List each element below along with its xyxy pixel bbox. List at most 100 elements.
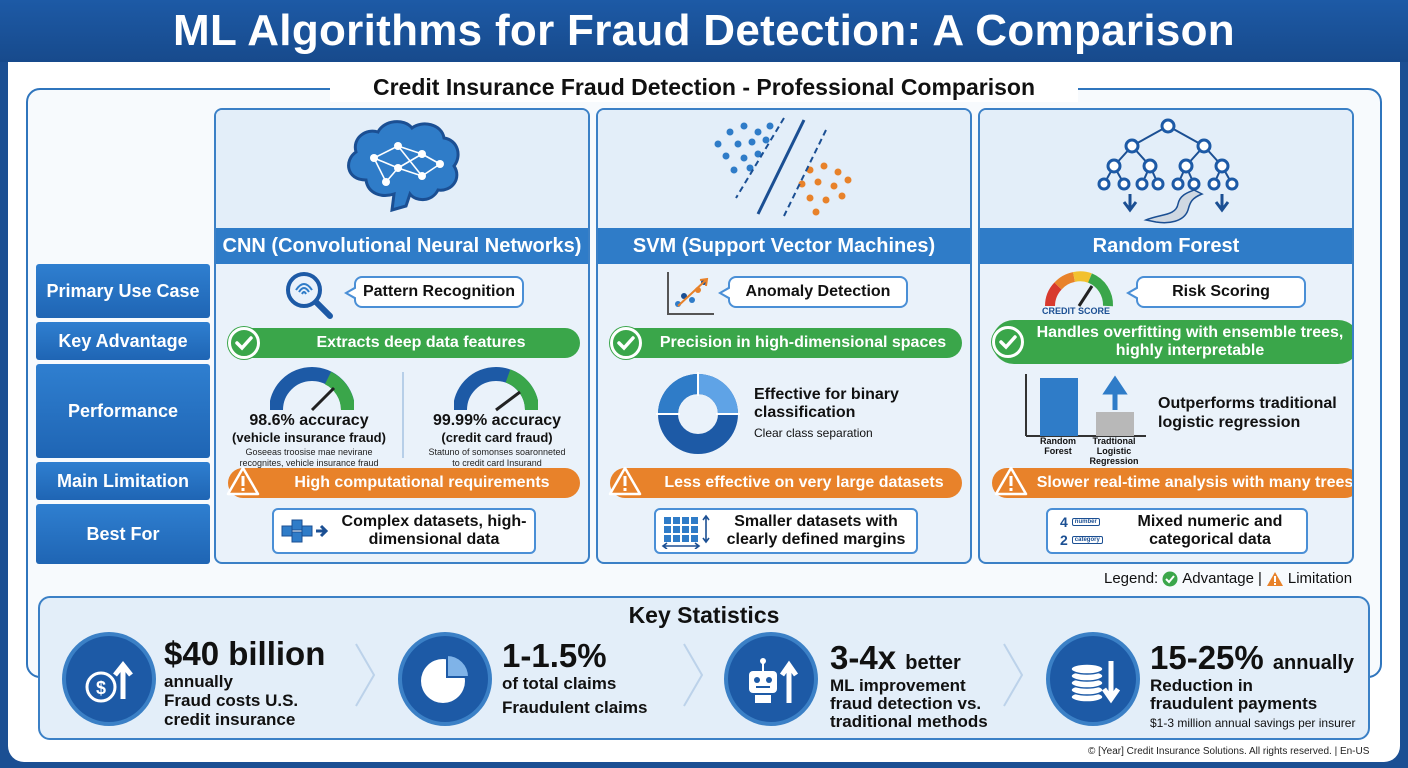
gauge-icon <box>454 367 538 412</box>
copyright-footer: © [Year] Credit Insurance Solutions. All… <box>1088 746 1370 757</box>
data-cubes-icon <box>274 510 334 552</box>
chevron-right-icon <box>1003 643 1024 707</box>
svm-best-for-text: Smaller datasets with clearly defined ma… <box>726 513 906 548</box>
row-label-best-for: Best For <box>36 504 210 564</box>
gauge-icon <box>270 367 354 412</box>
magnifier-fingerprint-icon <box>286 272 333 319</box>
cnn-use-case: Pattern Recognition <box>344 276 524 308</box>
svm-performance-note: Clear class separation <box>754 426 873 440</box>
cnn-illustration <box>216 110 588 228</box>
legend-limitation: Limitation <box>1287 570 1353 587</box>
stat-3-value-suffix: better <box>905 652 961 674</box>
random-forest-limitation: Slower real-time analysis with many tree… <box>992 468 1352 498</box>
cnn-column: CNN (Convolutional Neural Networks) Patt… <box>214 108 590 564</box>
numeric-glyph: 2 <box>1060 532 1068 548</box>
stat-circle-1: $ <box>62 632 156 726</box>
dollar-growth-icon: $ <box>85 660 133 703</box>
stat-3-value-number: 3-4x <box>830 639 897 676</box>
svm-illustration <box>598 110 970 228</box>
svm-column-title: SVM (Support Vector Machines) <box>598 228 970 264</box>
row-label-primary-use-case: Primary Use Case <box>36 264 210 318</box>
stat-circle-4 <box>1046 632 1140 726</box>
svm-limitation: Less effective on very large datasets <box>610 468 962 498</box>
warning-icon <box>226 466 260 496</box>
key-statistics-panel: Key Statistics <box>38 596 1370 740</box>
random-forest-column: Random Forest CREDIT SCORE Risk Scoring … <box>978 108 1354 564</box>
stat-4-line1: Reduction in <box>1150 676 1253 695</box>
stat-1-value: $40 billion <box>164 635 326 672</box>
stat-4-value: 15-25% annually <box>1150 640 1354 681</box>
stat-circle-2 <box>398 632 492 726</box>
cnn-perf-right-accuracy: 99.99% accuracy <box>432 412 562 429</box>
random-forest-advantage: Handles overfitting with ensemble trees,… <box>992 320 1352 364</box>
legend-separator: | <box>1257 570 1262 587</box>
cnn-perf-right: 99.99% accuracy (credit card fraud) Stat… <box>404 412 588 469</box>
warning-icon <box>1266 571 1283 586</box>
random-forest-use-case: Risk Scoring <box>1126 276 1306 308</box>
random-forest-performance: Outperforms traditional logistic regress… <box>1158 395 1337 431</box>
stat-2-line2: Fraudulent claims <box>502 698 648 717</box>
robot-icon <box>749 658 799 703</box>
stat-1-line1: annually <box>164 672 233 691</box>
credit-score-gauge-icon <box>1045 271 1113 307</box>
svm-use-case: Anomaly Detection <box>718 276 908 308</box>
perf-divider <box>402 372 404 458</box>
random-forest-best-for-text: Mixed numeric and categorical data <box>1137 513 1283 548</box>
chevron-right-icon <box>355 643 376 707</box>
page-title: ML Algorithms for Fraud Detection: A Com… <box>0 0 1408 62</box>
scatter-separator-icon <box>714 117 852 217</box>
key-statistics-title: Key Statistics <box>628 602 780 628</box>
cnn-perf-left-context: (vehicle insurance fraud) <box>232 430 386 445</box>
stat-3-line1: ML improvement <box>830 676 966 695</box>
svm-performance-text: Effective for binary classification <box>754 386 899 421</box>
check-icon <box>992 326 1024 358</box>
stat-1-line3: credit insurance <box>164 710 296 729</box>
brain-network-icon <box>347 120 460 213</box>
row-label-main-limitation: Main Limitation <box>36 462 210 500</box>
legend-advantage: Advantage <box>1182 570 1254 587</box>
legend-prefix: Legend: <box>1104 570 1159 587</box>
stat-2-line1: of total claims <box>502 674 617 693</box>
stat-4-value-number: 15-25% <box>1150 639 1264 676</box>
svm-column: SVM (Support Vector Machines) Anomaly De… <box>596 108 972 564</box>
cnn-best-for-text: Complex datasets, high-dimensional data <box>341 513 527 548</box>
check-icon <box>1162 571 1178 586</box>
cnn-advantage: Extracts deep data features <box>228 328 580 358</box>
stat-3-value: 3-4x better <box>830 640 961 681</box>
coins-decrease-icon <box>1070 661 1121 704</box>
decision-tree-icon <box>1097 118 1239 224</box>
cnn-perf-left-accuracy: 98.6% accuracy <box>249 412 369 429</box>
bar-label-logistic-regression: Tradtional Logistic Regression <box>1089 436 1139 466</box>
comparison-subtitle: Credit Insurance Fraud Detection - Profe… <box>330 72 1078 102</box>
svm-best-for: Smaller datasets with clearly defined ma… <box>654 508 918 554</box>
stat-1-line2: Fraud costs U.S. <box>164 691 299 710</box>
cnn-perf-left-note: Goseeas troosise mae nevirane recognites… <box>239 447 379 468</box>
warning-icon <box>994 466 1028 496</box>
bar-comparison-icon <box>1025 374 1146 437</box>
stat-4-note: $1-3 million annual savings per insurer <box>1150 716 1356 730</box>
svm-performance: Effective for binary classification Clea… <box>754 386 954 440</box>
number-tag: number <box>1071 518 1100 526</box>
svm-advantage: Precision in high-dimensional spaces <box>610 328 962 358</box>
check-icon <box>610 327 642 359</box>
random-forest-illustration <box>980 110 1352 228</box>
stat-4-value-suffix: annually <box>1272 652 1355 674</box>
legend: Legend: Advantage | Limitation <box>1104 570 1353 587</box>
stat-3-line3: traditional methods <box>830 712 988 731</box>
row-label-performance: Performance <box>36 364 210 458</box>
stat-3-line2: fraud detection vs. <box>830 694 982 713</box>
chevron-right-icon <box>683 643 704 707</box>
svg-text:$: $ <box>96 678 106 698</box>
bar-label-random-forest: Random Forest <box>1040 436 1076 456</box>
mixed-data-icon: 4 number 2 category <box>1048 510 1114 552</box>
cnn-column-title: CNN (Convolutional Neural Networks) <box>216 228 588 264</box>
stat-2-value: 1-1.5% <box>502 637 607 674</box>
row-label-key-advantage: Key Advantage <box>36 322 210 360</box>
cnn-perf-right-context: (credit card fraud) <box>441 430 553 445</box>
cnn-best-for: Complex datasets, high-dimensional data <box>272 508 536 554</box>
random-forest-column-title: Random Forest <box>980 228 1352 264</box>
cnn-perf-left: 98.6% accuracy (vehicle insurance fraud)… <box>216 412 402 469</box>
warning-icon <box>608 466 642 496</box>
check-icon <box>228 327 260 359</box>
grid-margin-icon <box>656 510 716 552</box>
